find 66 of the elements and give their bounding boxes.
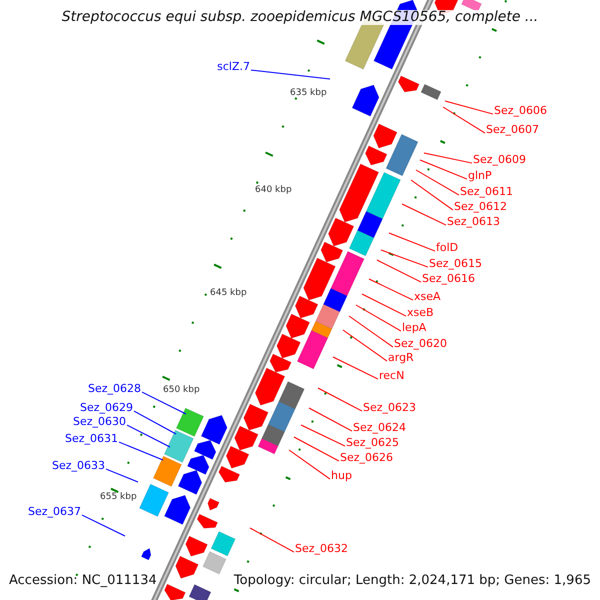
gene-label: Sez_0631: [64, 433, 118, 446]
leader-line: [294, 436, 340, 462]
gene-label: Sez_0626: [340, 452, 394, 464]
leader-line: [250, 528, 294, 553]
tick-label: 650 kbp: [163, 386, 200, 396]
leader-line: [348, 316, 394, 348]
tick-label: 655 kbp: [100, 493, 137, 503]
leader-line: [308, 408, 352, 432]
gene-label: recN: [379, 370, 404, 382]
gene-label: Sez_0606: [494, 105, 548, 118]
gene-label: xseB: [407, 307, 434, 320]
leader-line: [380, 250, 428, 268]
leader-line: [250, 70, 330, 80]
gene-label: Sez_0615: [429, 258, 482, 270]
summary-text: Topology: circular; Length: 2,024,171 bp; Genes: 1,965: [234, 574, 591, 588]
gene-label: argR: [388, 352, 414, 364]
leader-line: [356, 304, 402, 332]
gene-label: Sez_0613: [447, 216, 500, 228]
leader-line: [82, 514, 126, 536]
accession-text: Accession: NC_011134: [9, 574, 157, 588]
leader-line: [106, 468, 138, 482]
leader-line: [300, 424, 346, 447]
leader-line: [388, 232, 436, 252]
leader-line: [288, 450, 330, 480]
leader-line: [424, 152, 472, 164]
gene-label: Sez_0630: [72, 416, 126, 428]
tick-label: 635 kbp: [290, 89, 327, 99]
gene-label: Sez_0624: [353, 422, 406, 434]
tick-label: 640 kbp: [255, 186, 292, 196]
tick-label: 645 kbp: [210, 289, 247, 299]
leader-line: [410, 180, 454, 211]
gene-label: Sez_0623: [363, 402, 416, 414]
gene-label: Sez_0632: [295, 543, 348, 556]
gene-label: Sez_0637: [28, 506, 81, 518]
leader-line: [442, 106, 486, 134]
leader-line: [368, 278, 414, 301]
leader-line: [416, 170, 460, 196]
gene-label: xseA: [414, 291, 441, 304]
gene-label: Sez_0633: [52, 460, 105, 472]
gene-label: Sez_0609: [473, 154, 526, 166]
leader-line: [142, 392, 186, 414]
leader-line: [376, 260, 422, 283]
leader-line: [342, 330, 388, 362]
gene-label: hup: [331, 470, 352, 482]
gene-label: Sez_0607: [486, 124, 540, 136]
gene-label: sclZ.7: [217, 61, 250, 74]
gene-label: Sez_0612: [454, 201, 508, 214]
gene-label: Sez_0629: [80, 402, 133, 414]
leader-line: [318, 388, 362, 412]
gene-label: Sez_0611: [460, 186, 514, 198]
leader-line: [402, 204, 446, 226]
leader-line: [134, 410, 176, 434]
gene-label: Sez_0616: [422, 273, 476, 286]
leader-line: [332, 356, 378, 380]
gene-label: Sez_0620: [394, 338, 448, 350]
leader-line: [126, 424, 170, 448]
gene-label: folD: [436, 242, 458, 254]
gene-label: glnP: [468, 170, 492, 182]
gene-label: Sez_0628: [88, 383, 141, 396]
title: Streptococcus equi subsp. zooepidemicus MGCS10565, complete ...: [62, 10, 538, 26]
leader-line: [420, 160, 468, 180]
leader-line: [444, 100, 494, 115]
gene-label: lepA: [402, 322, 426, 334]
leader-line: [362, 294, 406, 317]
leader-line: [118, 442, 164, 460]
gene-label: Sez_0625: [346, 437, 400, 450]
